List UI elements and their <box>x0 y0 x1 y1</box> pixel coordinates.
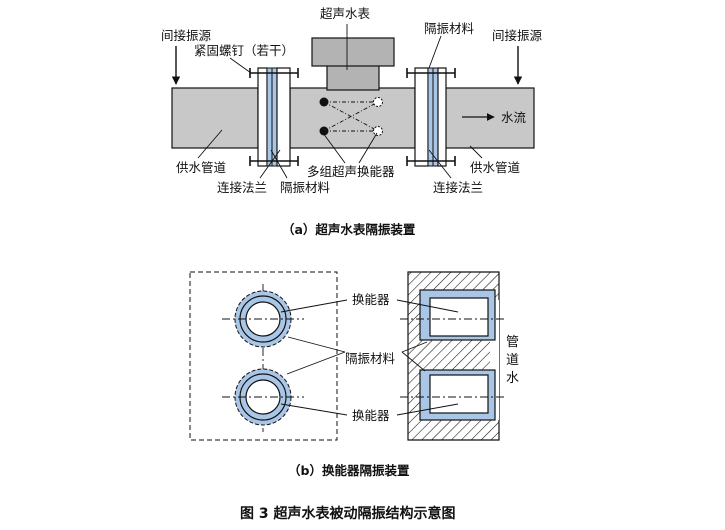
label-transducer-top: 换能器 <box>352 292 390 307</box>
label-meter: 超声水表 <box>320 6 371 21</box>
flange-right-outer <box>437 67 447 167</box>
panel-b-leader-lines <box>280 299 459 416</box>
label-flange-left: 连接法兰 <box>217 180 267 195</box>
bolts <box>249 68 456 166</box>
label-isolation-top: 隔振材料 <box>424 21 475 36</box>
panel-a-pipe-assembly: 间接振源 超声水表 紧固螺钉（若干） 隔振材料 间接振源 水流 供水管道 多组超… <box>161 6 543 237</box>
label-transducers: 多组超声换能器 <box>307 164 395 179</box>
transducer-ring-bottom <box>222 368 304 426</box>
flange-left-outer <box>257 67 268 167</box>
supply-pipe-left <box>171 87 259 149</box>
label-transducer-bottom: 换能器 <box>352 408 390 423</box>
label-pipe-water-1: 管 <box>506 335 519 350</box>
label-isolation-b: 隔振材料 <box>345 351 396 366</box>
figure-title: 图 3 超声水表被动隔振结构示意图 <box>240 505 456 522</box>
cross-section-box <box>189 271 338 441</box>
caption-a: （a）超声水表隔振装置 <box>282 222 416 237</box>
transducer-ring-top <box>222 290 304 348</box>
transducer-block-top <box>429 297 489 337</box>
label-supply-pipe-right: 供水管道 <box>470 160 521 175</box>
label-indirect-vibration-right: 间接振源 <box>492 28 543 43</box>
meter-body <box>289 87 416 149</box>
label-bolts: 紧固螺钉（若干） <box>194 43 294 58</box>
flange-right-inner <box>414 67 429 167</box>
label-isolation-bottom: 隔振材料 <box>280 180 331 195</box>
meter-head-neck <box>326 61 380 91</box>
label-pipe-water-2: 道 <box>506 353 519 368</box>
panel-b-transducer-isolation: 换能器 隔振材料 换能器 管 道 水 （b）换能器隔振装置 <box>189 271 519 478</box>
panel-a-leader-lines <box>197 24 483 179</box>
vibration-arrows <box>171 46 523 85</box>
pipe-wall-section <box>400 271 506 441</box>
isolation-left-b <box>271 67 278 167</box>
transducer-block-bottom <box>429 374 489 414</box>
transducers <box>319 97 383 136</box>
label-pipe-water-3: 水 <box>506 371 519 386</box>
label-flange-right: 连接法兰 <box>433 180 483 195</box>
label-water-flow: 水流 <box>501 110 527 125</box>
flange-left-inner <box>276 67 291 167</box>
isolation-right-b <box>432 67 439 167</box>
meter-head <box>311 37 395 67</box>
label-indirect-vibration-left: 间接振源 <box>161 28 212 43</box>
label-supply-pipe-left: 供水管道 <box>176 160 227 175</box>
caption-b: （b）换能器隔振装置 <box>288 463 410 478</box>
